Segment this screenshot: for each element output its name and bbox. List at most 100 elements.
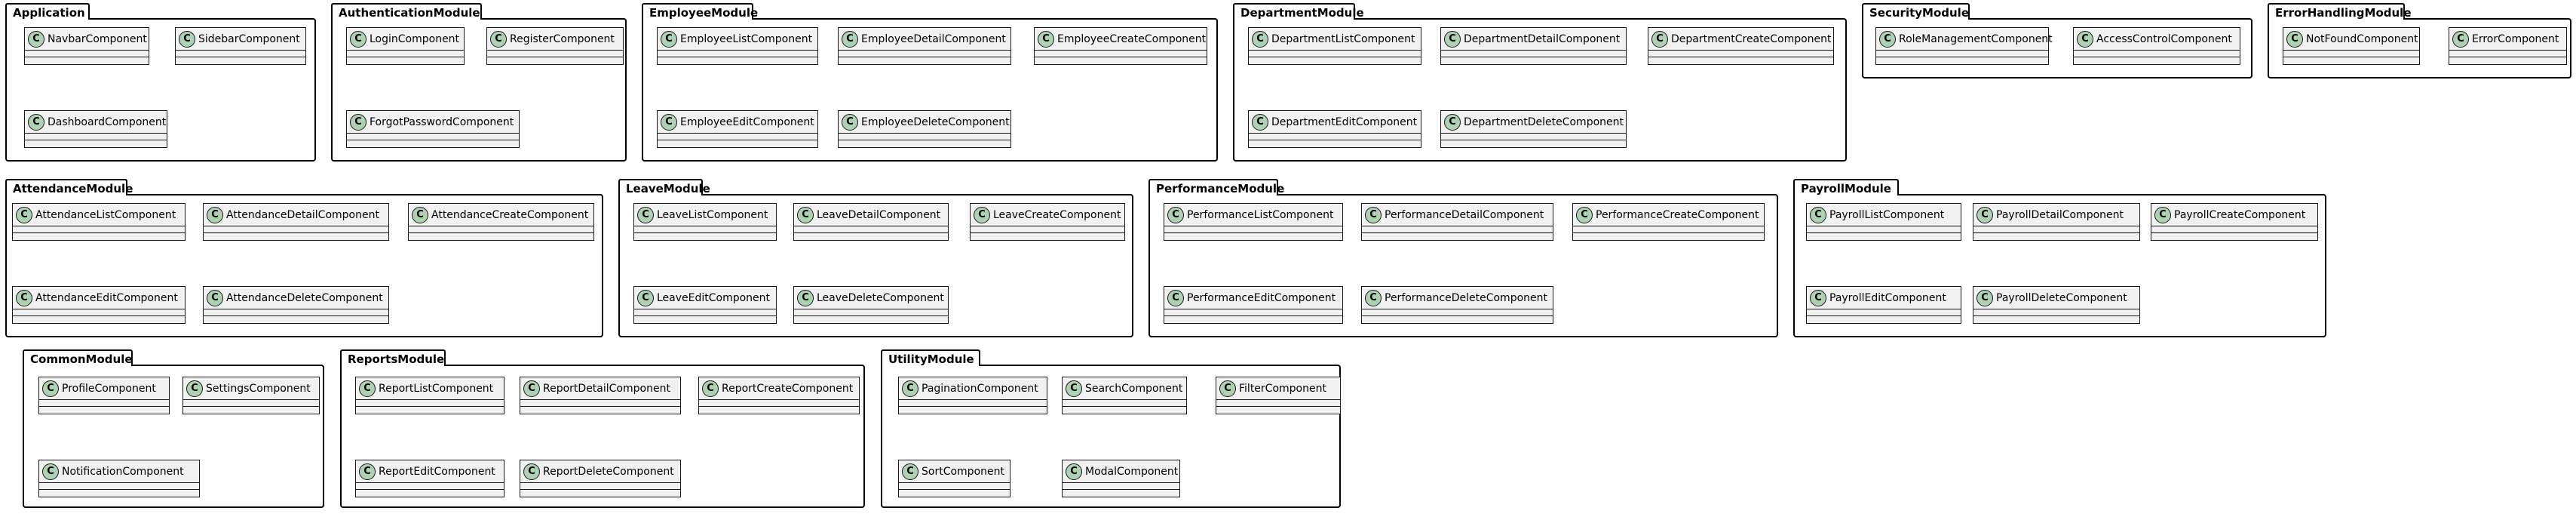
class-attributes-compartment [699, 400, 859, 407]
class-name: LeaveDeleteComponent [817, 291, 944, 304]
class-attributes-compartment [1973, 309, 2139, 316]
class-attributes-compartment [1249, 51, 1421, 57]
class-attributes-compartment [1164, 226, 1342, 233]
class-name: LeaveCreateComponent [993, 208, 1121, 221]
class-stereotype-icon: C [974, 206, 990, 223]
class-stereotype-icon: C [2077, 30, 2093, 48]
class-name: EmployeeListComponent [680, 32, 813, 45]
class-attributes-compartment [39, 400, 169, 407]
class-stereotype-icon: C [637, 206, 654, 223]
package-title: Application [5, 3, 90, 20]
package-title: AuthenticationModule [331, 3, 482, 20]
class-attributes-compartment [794, 226, 948, 233]
class-stereotype-icon: C [350, 113, 366, 131]
class-attributes-compartment [2074, 51, 2240, 57]
class-stereotype-icon: C [359, 463, 376, 480]
class-attributes-compartment [1648, 51, 1833, 57]
class-stereotype-icon: C [902, 380, 918, 397]
class-stereotype-icon: C [661, 30, 677, 48]
class-name: SearchComponent [1085, 382, 1183, 395]
class-name: PayrollDeleteComponent [1996, 291, 2127, 304]
class-attributes-compartment [1573, 226, 1764, 233]
class-attributes-compartment [487, 51, 623, 57]
class-attributes-compartment [1164, 309, 1342, 316]
class-stereotype-icon: C [179, 30, 195, 48]
class-name: AttendanceListComponent [35, 208, 176, 221]
class-pagination-component[interactable]: C PaginationComponent [898, 377, 1047, 414]
class-name: ModalComponent [1085, 465, 1179, 478]
class-stereotype-icon: C [1167, 289, 1184, 306]
class-name: PaginationComponent [922, 382, 1038, 395]
class-stereotype-icon: C [523, 463, 540, 480]
class-name: EmployeeEditComponent [680, 115, 814, 128]
class-name: RoleManagementComponent [1899, 32, 2053, 45]
class-attributes-compartment [39, 483, 199, 490]
class-attributes-compartment [2283, 51, 2419, 57]
class-attributes-compartment [347, 134, 519, 140]
class-name: NotFoundComponent [2306, 32, 2418, 45]
